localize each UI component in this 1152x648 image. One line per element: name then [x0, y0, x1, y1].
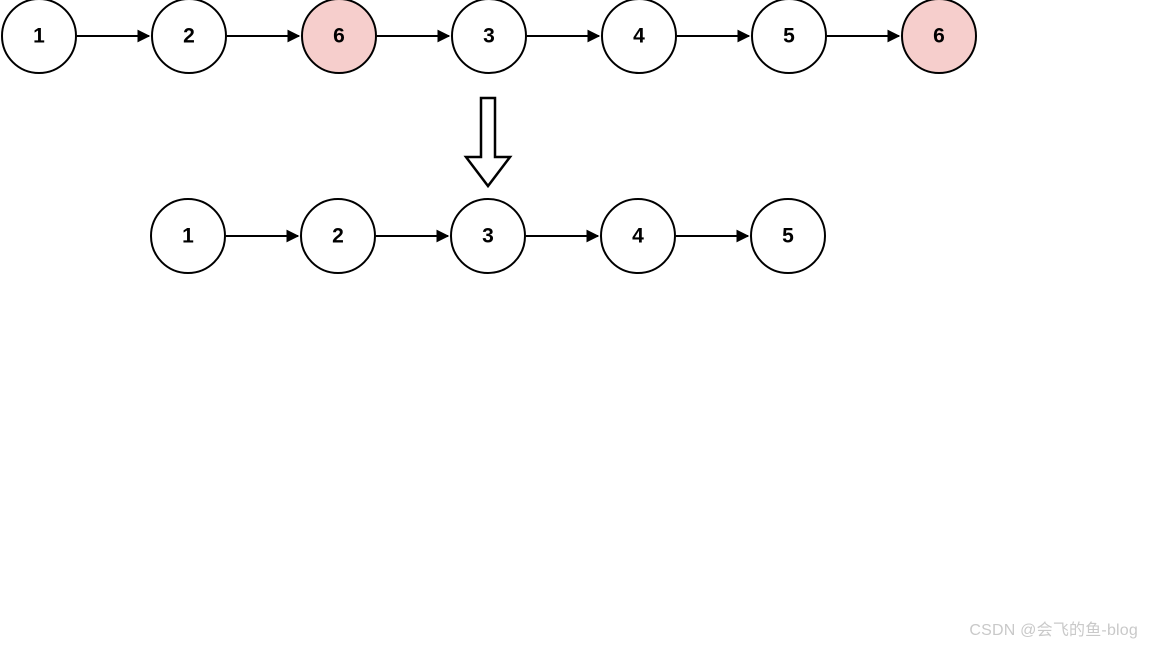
- list-node-highlighted: [901, 0, 977, 74]
- node-value: 1: [182, 225, 194, 248]
- list-node: [451, 0, 527, 74]
- list-node: [450, 198, 526, 274]
- node-value: 6: [333, 25, 345, 48]
- watermark-text: CSDN @会飞的鱼-blog: [969, 621, 1138, 639]
- node-value: 5: [783, 25, 795, 48]
- diagram-content: 1 2 6 3 4 5 6 1 2 3 4 5: [1, 0, 977, 274]
- list-node: [150, 198, 226, 274]
- node-value: 3: [483, 25, 495, 48]
- list-node: [1, 0, 77, 74]
- node-value: 3: [482, 225, 494, 248]
- list-node: [600, 198, 676, 274]
- node-value: 6: [933, 25, 945, 48]
- list-node-highlighted: [301, 0, 377, 74]
- node-value: 4: [632, 225, 644, 248]
- list-node: [151, 0, 227, 74]
- node-value: 2: [183, 25, 195, 48]
- list-node: [601, 0, 677, 74]
- node-value: 5: [782, 225, 794, 248]
- list-node: [750, 198, 826, 274]
- list-node: [300, 198, 376, 274]
- node-value: 1: [33, 25, 45, 48]
- transform-down-arrow: [463, 96, 513, 189]
- list-node: [751, 0, 827, 74]
- node-value: 4: [633, 25, 645, 48]
- node-value: 2: [332, 225, 344, 248]
